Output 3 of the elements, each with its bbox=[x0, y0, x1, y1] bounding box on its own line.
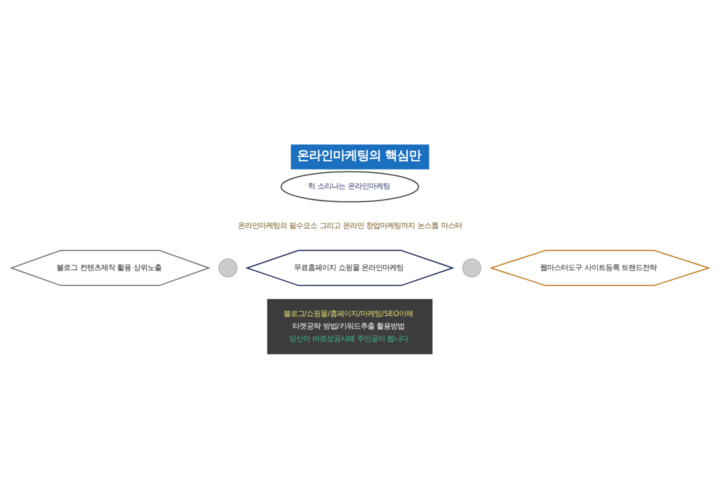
node-circle bbox=[462, 258, 482, 278]
node-circle bbox=[218, 258, 238, 278]
diagram-title: 온라인마케팅의 핵심만 bbox=[296, 148, 422, 163]
